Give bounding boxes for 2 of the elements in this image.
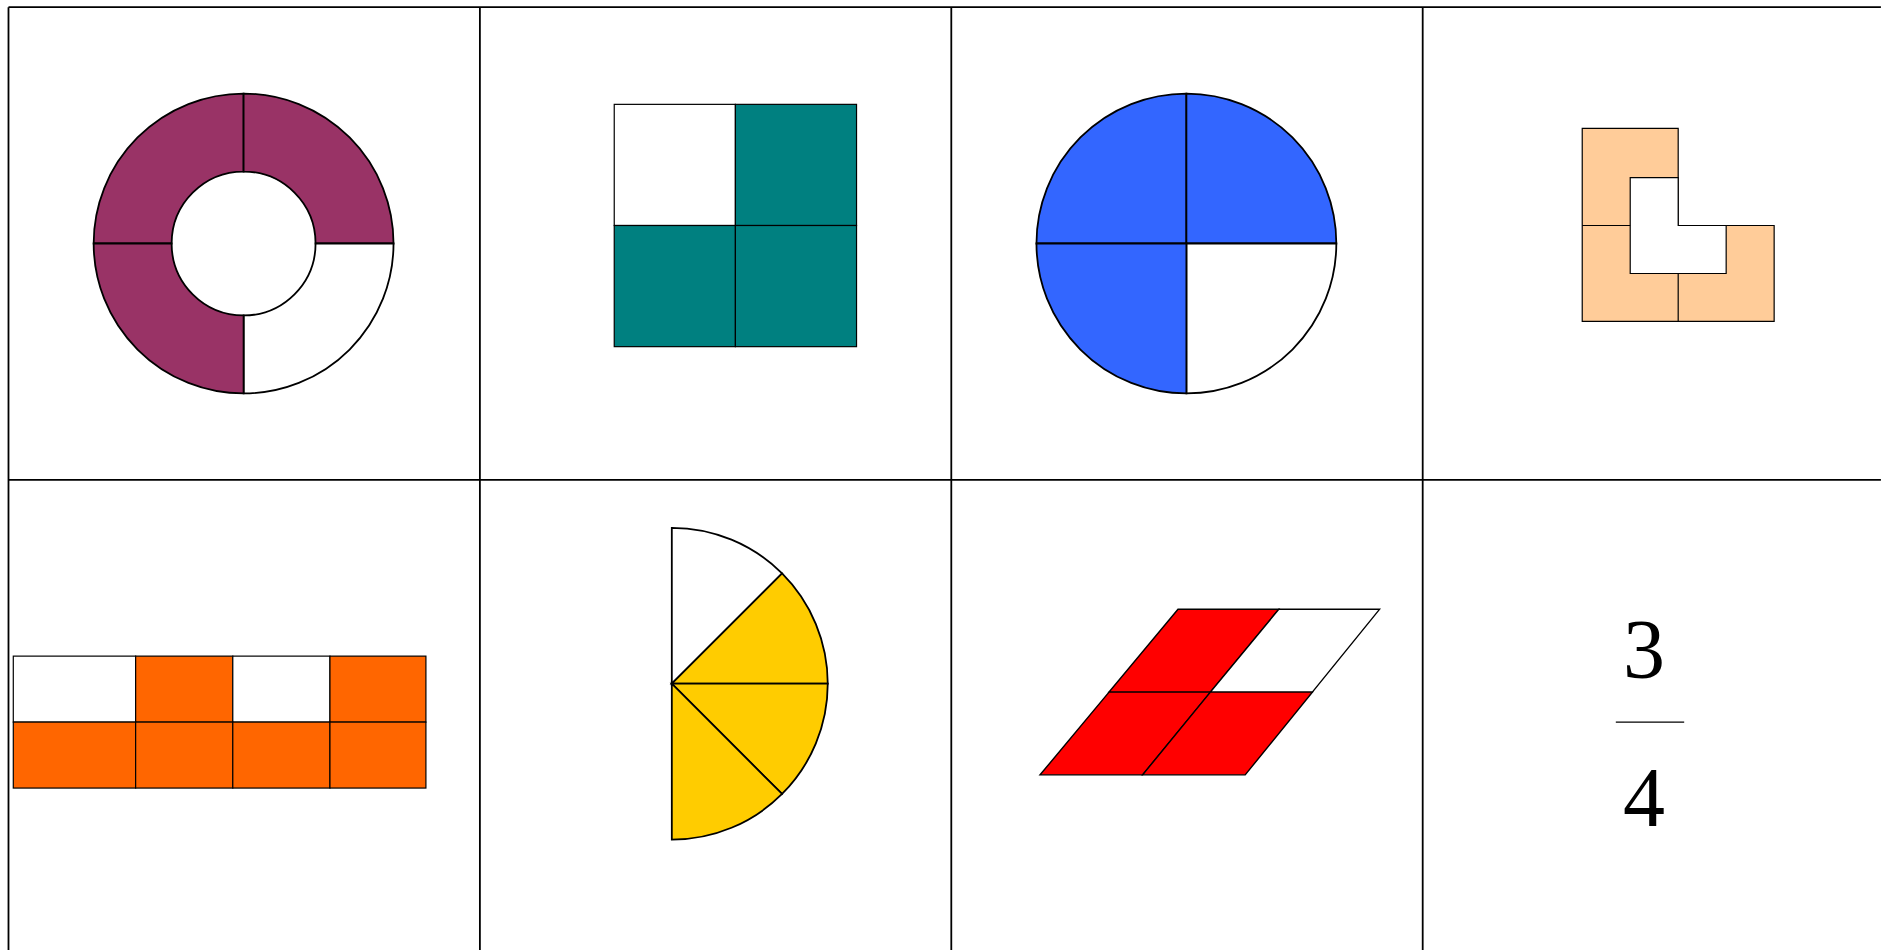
denominator: 4	[1623, 756, 1665, 840]
numerator: 3	[1623, 608, 1665, 692]
